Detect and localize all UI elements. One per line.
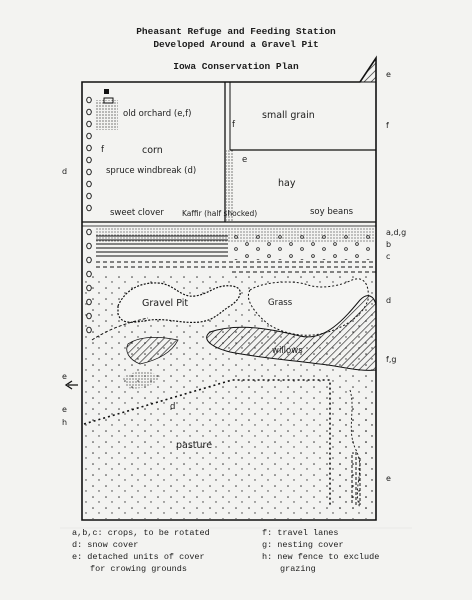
entry-arrow: [64, 380, 78, 390]
cover-patch-1: [126, 336, 179, 365]
label-spruce: spruce windbreak (d): [106, 166, 197, 176]
pasture-cover: [334, 400, 374, 510]
label-d-fence: d: [170, 402, 176, 412]
label-soy-beans: soy beans: [310, 207, 354, 217]
cover-patch-2: [122, 371, 160, 389]
pasture-stream: [349, 389, 361, 509]
gravel-pit: [117, 282, 241, 324]
legend-h1: h: new fence to exclude: [262, 552, 380, 562]
label-grass: Grass: [268, 298, 293, 308]
crop-dashes: [96, 261, 376, 273]
label-small-grain: small grain: [262, 110, 315, 121]
side-fg: f,g: [386, 355, 397, 364]
hay-lane: [226, 150, 234, 222]
side-left-e2: e: [62, 405, 67, 414]
building-1: [104, 89, 109, 94]
side-c: c: [386, 252, 391, 261]
pasture-reeds: [351, 452, 361, 505]
side-b: b: [386, 240, 392, 249]
legend-g: g: nesting cover: [262, 540, 344, 550]
label-corn: corn: [142, 145, 163, 156]
side-f: f: [386, 121, 389, 130]
travel-lane-dashed: [91, 317, 149, 341]
willows-area: [206, 295, 377, 371]
label-f-left: f: [101, 145, 104, 155]
side-adg: a,d,g: [386, 228, 407, 237]
legend-f: f: travel lanes: [262, 528, 339, 538]
legend-e2: for crowing grounds: [90, 564, 187, 574]
side-left-e1: e: [62, 372, 67, 381]
side-d: d: [386, 296, 392, 305]
label-kaffir: Kaffir (half shocked): [182, 209, 258, 218]
side-left-h: h: [62, 418, 68, 427]
orchard-patch: [96, 100, 118, 130]
soybeans-field: [232, 234, 376, 260]
legend-e1: e: detached units of cover: [72, 552, 205, 562]
legend-h2: grazing: [280, 564, 316, 574]
title-line-2: Developed Around a Gravel Pit: [153, 39, 319, 50]
side-e-top: e: [386, 70, 391, 79]
label-pasture: pasture: [176, 440, 213, 451]
kaffir-rows: [96, 235, 228, 257]
label-willows: willows: [272, 346, 303, 356]
side-left-d: d: [62, 167, 68, 176]
label-hay: hay: [278, 178, 296, 189]
label-f-mid: f: [232, 120, 235, 130]
building-2: [103, 97, 114, 104]
new-fence: [83, 379, 331, 506]
title-line-1: Pheasant Refuge and Feeding Station: [136, 26, 336, 37]
label-old-orchard: old orchard (e,f): [123, 109, 192, 119]
label-sweet-clover: sweet clover: [110, 208, 164, 218]
side-e-bottom: e: [386, 474, 391, 483]
corner-cover: [340, 56, 377, 83]
subtitle: Iowa Conservation Plan: [173, 61, 299, 72]
label-e-mid: e: [242, 155, 248, 165]
legend-abc: a,b,c: crops, to be rotated: [72, 528, 210, 538]
label-gravel-pit: Gravel Pit: [142, 298, 189, 309]
legend-d: d: snow cover: [72, 540, 139, 550]
